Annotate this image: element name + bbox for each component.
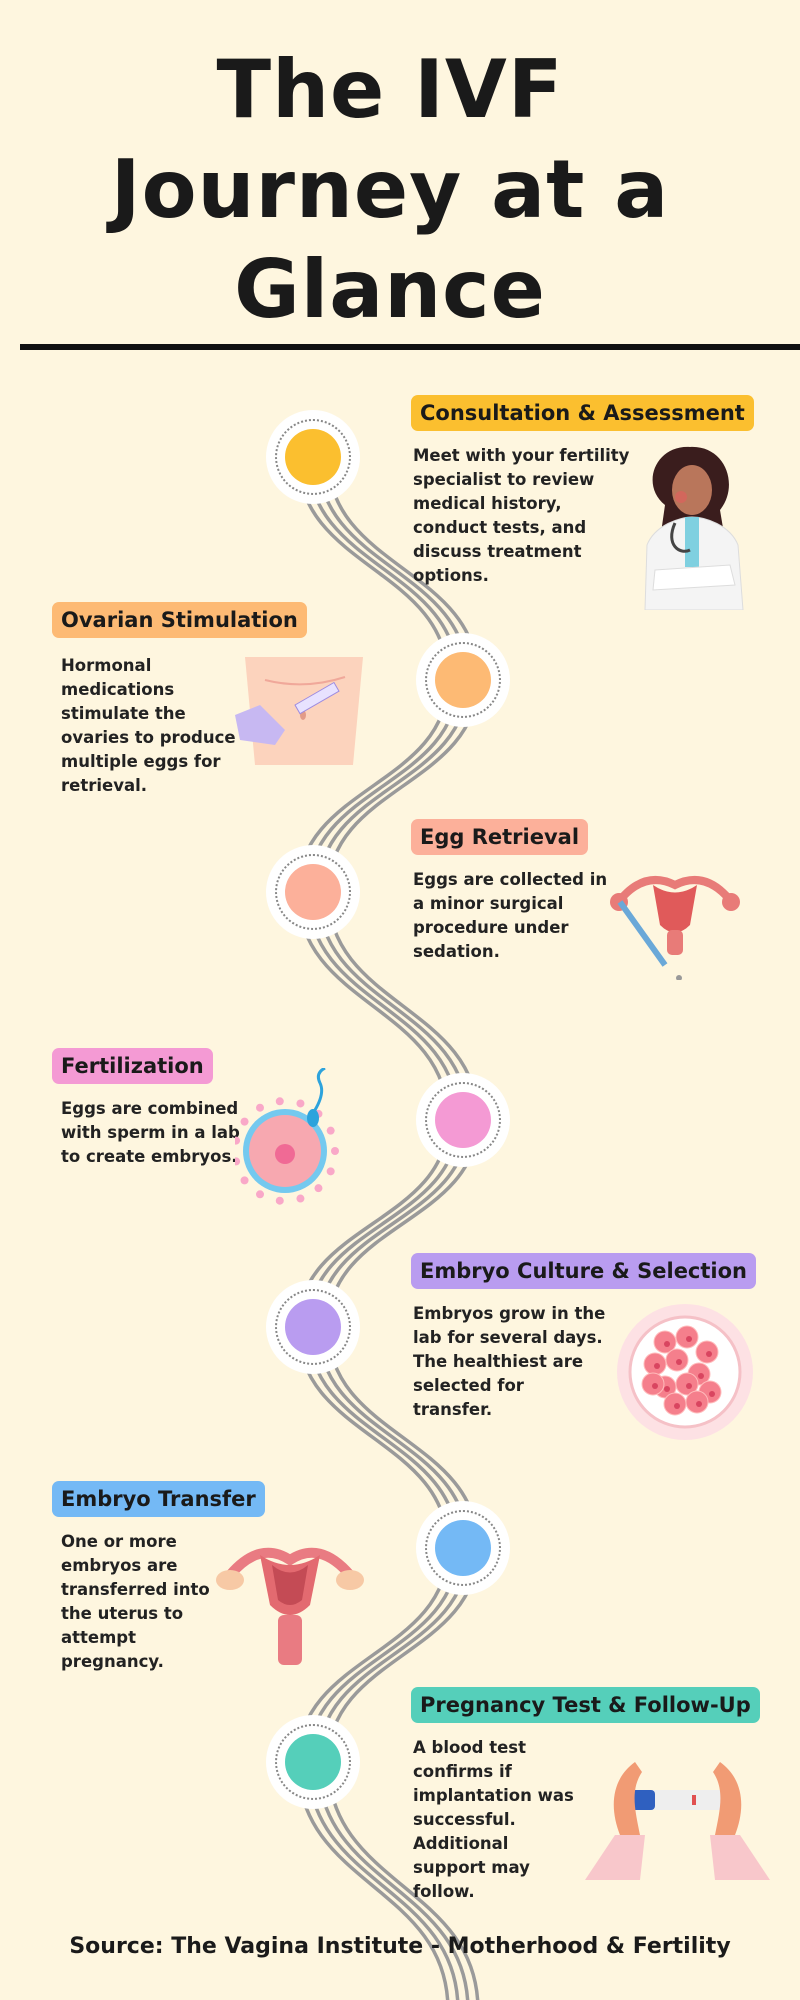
dotted-ring <box>275 1724 351 1800</box>
step-dot <box>285 1734 341 1790</box>
title-line: Journey at a <box>110 143 670 236</box>
step-desc-pregnancy-test: A blood test confirms if implantation wa… <box>413 1738 574 1901</box>
step-desc-embryo-culture: Embryos grow in the lab for several days… <box>413 1304 606 1419</box>
step-label-consultation: Consultation & Assessment <box>411 395 754 431</box>
step-label-egg-retrieval: Egg Retrieval <box>411 819 589 855</box>
step-dot <box>435 1520 491 1576</box>
step-label-ovarian-stimulation: Ovarian Stimulation <box>52 602 307 638</box>
step-dot <box>285 1299 341 1355</box>
step-dot <box>435 1092 491 1148</box>
dotted-ring <box>425 642 501 718</box>
step-marker <box>416 1073 510 1167</box>
page-title: The IVF Journey at a Glance <box>0 40 780 340</box>
step-dot <box>285 429 341 485</box>
step-label-pregnancy-test: Pregnancy Test & Follow-Up <box>411 1687 760 1723</box>
step-marker <box>266 845 360 939</box>
step-desc-embryo-transfer: One or more embryos are transferred into… <box>61 1532 210 1671</box>
doctor-illustration <box>644 446 744 610</box>
step-label-fertilization: Fertilization <box>52 1048 213 1084</box>
dotted-ring <box>275 1289 351 1365</box>
divider <box>20 344 800 350</box>
step-label-embryo-transfer: Embryo Transfer <box>52 1481 265 1517</box>
title-line: Glance <box>234 243 546 336</box>
step-dot <box>285 864 341 920</box>
embryo-cells-illustration <box>617 1304 753 1440</box>
step-marker <box>266 1715 360 1809</box>
step-desc-egg-retrieval: Eggs are collected in a minor surgical p… <box>413 870 608 961</box>
dotted-ring <box>425 1510 501 1586</box>
pregnancy-test-illustration <box>585 1762 770 1880</box>
egg-sperm-illustration <box>235 1068 339 1205</box>
dotted-ring <box>275 854 351 930</box>
uterus-illustration <box>216 1547 364 1665</box>
step-marker <box>266 410 360 504</box>
step-desc-consultation: Meet with your fertility specialist to r… <box>413 446 630 585</box>
step-marker <box>416 1501 510 1595</box>
step-dot <box>435 652 491 708</box>
step-marker <box>416 633 510 727</box>
step-label-embryo-culture: Embryo Culture & Selection <box>411 1253 756 1289</box>
source-credit: Source: The Vagina Institute - Motherhoo… <box>69 1934 731 1959</box>
dotted-ring <box>275 419 351 495</box>
injection-abdomen-illustration <box>235 657 363 765</box>
step-desc-fertilization: Eggs are combined with sperm in a lab to… <box>61 1099 240 1166</box>
dotted-ring <box>425 1082 501 1158</box>
step-desc-ovarian-stimulation: Hormonal medications stimulate the ovari… <box>61 656 236 795</box>
uterus-syringe-illustration <box>610 876 740 980</box>
step-marker <box>266 1280 360 1374</box>
title-line: The IVF <box>216 43 564 136</box>
